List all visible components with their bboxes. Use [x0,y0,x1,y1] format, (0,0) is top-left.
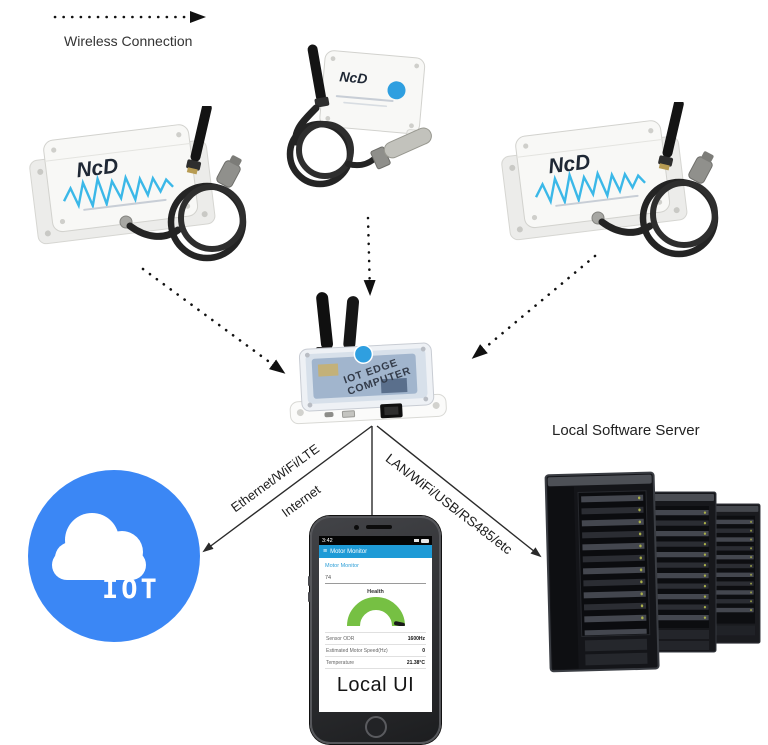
usb-c-port-icon [324,411,334,418]
sd-slot-icon [341,410,356,418]
phone-screen: 3:42 ≡ Motor Monitor Motor Monitor 74 He… [319,536,432,712]
phone-status-bar: 3:42 [319,536,432,545]
row-value: 0 [422,647,425,654]
table-row: Temperature 21.38°C [325,657,426,669]
readings-table: Sensor ODR 1600Hz Estimated Motor Speed(… [325,632,426,669]
row-value: 21.38°C [406,659,425,666]
gauge-label: Health [367,589,384,595]
cloud-glyph-icon [52,513,146,580]
antenna-icon [343,296,360,350]
app-header-bar: ≡ Motor Monitor [319,545,432,558]
gauge-arc [346,597,405,626]
ncd-brand-logo: NcD [339,68,368,86]
wireless-sensor-middle: NcD [286,44,432,188]
row-label: Estimated Motor Speed(Hz) [326,647,388,654]
row-label: Temperature [326,659,355,666]
antenna-icon [316,292,333,350]
earpiece-speaker-icon [366,525,392,529]
smartphone-local-ui: 3:42 ≡ Motor Monitor Motor Monitor 74 He… [308,516,441,744]
status-time: 3:42 [322,537,333,544]
line-gateway-to-server [376,425,542,558]
battery-icon [421,538,429,543]
server-rack-middle [643,491,717,653]
row-label: Sensor ODR [326,635,355,642]
local-software-server-label: Local Software Server [552,422,700,439]
front-camera-icon [354,525,359,530]
iot-cloud-label: IOT [102,574,160,605]
wireless-sensor-left: NcD [22,106,262,264]
line-gateway-to-cloud [202,425,373,553]
iot-edge-computer-gateway: IOT EDGE COMPUTER [289,292,447,425]
app-content: Motor Monitor 74 Health Sensor ODR 1600H… [319,558,432,697]
app-title: Motor Monitor [330,548,368,555]
arrow-sensor-left-to-gateway [141,267,286,374]
local-ui-caption: Local UI [336,674,415,696]
menu-icon[interactable]: ≡ [323,548,328,555]
signal-icon [414,539,419,542]
table-row: Sensor ODR 1600Hz [325,633,426,645]
server-racks [544,471,761,673]
value-field[interactable]: 74 [325,575,426,584]
arrow-sensor-right-to-gateway [471,254,597,359]
server-rack-right [707,503,761,644]
device-link[interactable]: Motor Monitor [325,563,359,569]
arrow-sensor-middle-to-gateway [363,216,376,296]
volume-button [308,576,310,586]
wireless-sensor-right [494,102,734,260]
health-gauge [346,597,405,626]
wireless-connection-label: Wireless Connection [64,33,193,49]
volume-button [308,592,310,602]
home-button[interactable] [364,716,387,738]
row-value: 1600Hz [407,635,425,642]
ncd-blue-badge-icon [387,81,406,100]
server-rack-left [544,471,660,673]
antenna-icon [307,44,330,108]
ncd-blue-badge-icon [353,344,374,364]
table-row: Estimated Motor Speed(Hz) 0 [325,645,426,657]
probe-sensor-icon [370,127,432,170]
iot-cloud-icon: IOT [28,470,200,642]
